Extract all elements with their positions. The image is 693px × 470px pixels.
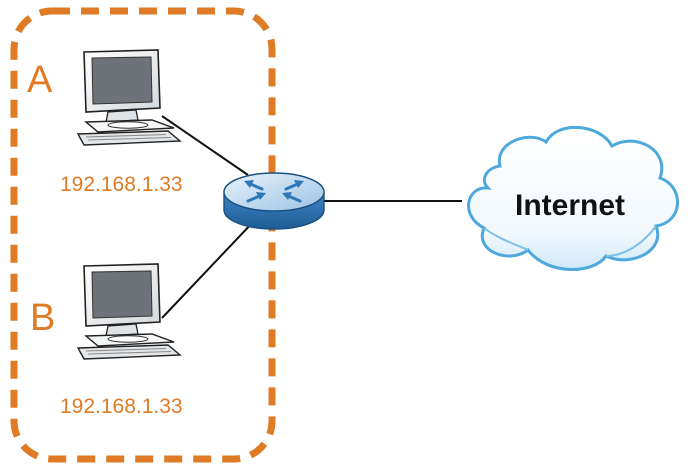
router-icon [223,172,325,230]
computer-icon [77,263,181,360]
cloud-icon [467,126,679,272]
internet-label: Internet [515,189,625,222]
computer-icon [77,49,181,146]
host-label-a: A [27,59,53,101]
host-label-b: B [30,297,55,339]
link-a-router [161,115,249,176]
host-ip-a: 192.168.1.33 [60,173,183,196]
host-ip-b: 192.168.1.33 [60,395,183,418]
link-b-router [161,219,256,319]
local-network-group [10,7,276,463]
